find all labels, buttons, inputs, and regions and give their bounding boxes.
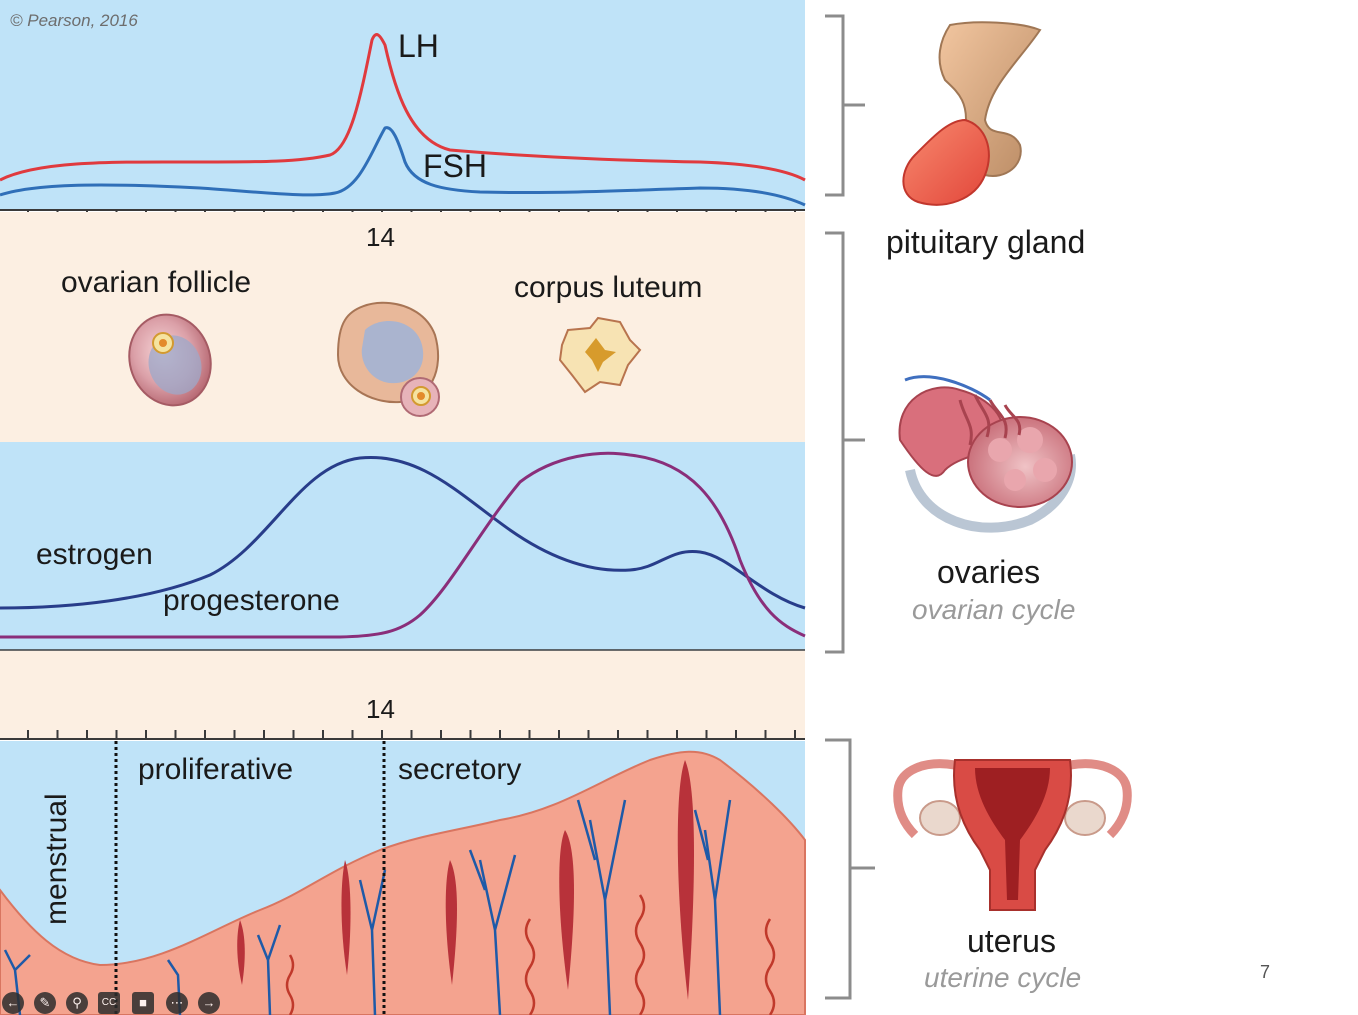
menstrual-phase-label: menstrual: [40, 793, 73, 925]
lh-label: LH: [398, 28, 439, 64]
uterus-illustration: [893, 759, 1132, 911]
uterus-label: uterus: [967, 923, 1056, 959]
lh-curve: [0, 33, 806, 182]
fsh-label: FSH: [423, 148, 487, 184]
day-14-label-bottom: 14: [366, 694, 395, 724]
estrogen-label: estrogen: [36, 538, 153, 571]
proliferative-phase-label: proliferative: [138, 753, 294, 786]
forward-icon[interactable]: →: [198, 992, 220, 1014]
endometrial-glands: [237, 760, 694, 1000]
ovarian-hormone-band: [0, 442, 805, 650]
secretory-phase-label: secretory: [398, 753, 522, 786]
ovulating-follicle-illustration: [336, 301, 440, 417]
ovarian-cycle-label: ovarian cycle: [912, 594, 1076, 625]
progesterone-label: progesterone: [163, 584, 340, 617]
fsh-curve: [0, 126, 806, 207]
pituitary-bracket: [825, 14, 865, 197]
estrogen-curve: [0, 455, 806, 610]
pituitary-gland-illustration: [902, 21, 1042, 206]
uterus-bracket: [825, 738, 875, 1000]
back-icon[interactable]: ←: [2, 992, 24, 1014]
camera-icon[interactable]: ■: [132, 992, 154, 1014]
ovaries-label: ovaries: [937, 554, 1041, 590]
corpus-luteum-label: corpus luteum: [514, 271, 703, 304]
ovary-bracket: [825, 231, 865, 654]
day-14-label-top: 14: [366, 222, 395, 252]
corpus-luteum-illustration: [558, 316, 642, 394]
pituitary-gland-label: pituitary gland: [886, 224, 1086, 260]
axis-ticks-bottom: [27, 730, 796, 739]
more-icon[interactable]: ⋯: [166, 992, 188, 1014]
uterine-header-band: [0, 651, 805, 739]
uterine-cycle-label: uterine cycle: [924, 962, 1082, 993]
primary-follicle-illustration: [128, 313, 212, 407]
ovary-illustration: [898, 375, 1076, 533]
slide-number: 7: [1260, 962, 1271, 982]
endometrial-vessels: [3, 799, 732, 1015]
ovarian-follicle-label: ovarian follicle: [61, 266, 252, 299]
copyright-notice: © Pearson, 2016: [10, 11, 138, 30]
endometrium-tissue: [0, 750, 806, 1015]
spiral-arteries: [285, 894, 776, 1015]
pen-icon[interactable]: ✎: [34, 992, 56, 1014]
captions-icon[interactable]: CC: [98, 992, 120, 1014]
progesterone-curve: [0, 451, 806, 639]
zoom-icon[interactable]: ⚲: [66, 992, 88, 1014]
